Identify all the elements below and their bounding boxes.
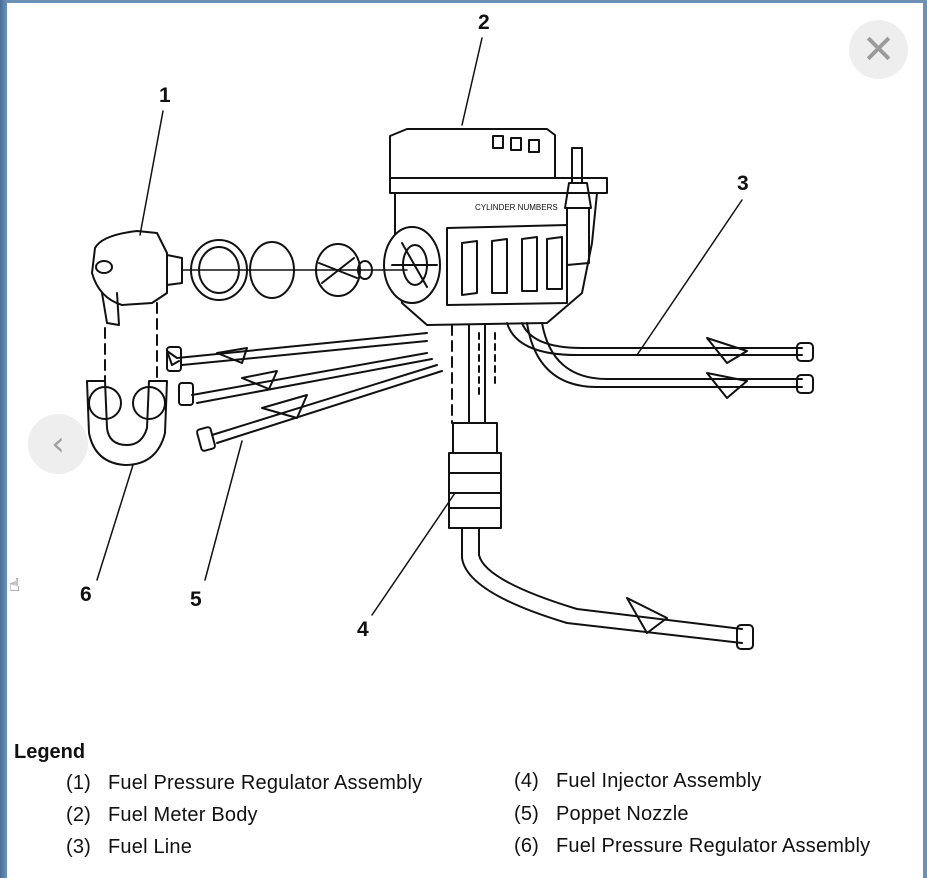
legend-item: (6) Fuel Pressure Regulator Assembly <box>514 835 870 858</box>
fuel-system-diagram: CYLINDER NUMBERS <box>86 37 814 650</box>
legend-item-label: Fuel Pressure Regulator Assembly <box>108 772 423 794</box>
callout-1: 1 <box>159 84 171 107</box>
legend-item-number: (6) <box>514 835 540 857</box>
legend-item-number: (3) <box>66 836 92 858</box>
fuel-pressure-regulator <box>91 230 183 326</box>
close-button[interactable]: ✕ <box>849 20 908 79</box>
legend-item: (2) Fuel Meter Body <box>66 804 258 827</box>
hand-cursor-icon: ☝ <box>9 575 20 596</box>
callout-3: 3 <box>737 172 749 195</box>
legend-item-label: Poppet Nozzle <box>556 803 689 825</box>
legend-item-number: (5) <box>514 803 540 825</box>
legend-item-label: Fuel Pressure Regulator Assembly <box>556 835 871 857</box>
legend-item: (4) Fuel Injector Assembly <box>514 770 762 793</box>
legend-item-number: (4) <box>514 770 540 792</box>
close-icon: ✕ <box>861 26 896 73</box>
previous-image-button[interactable]: ‹ <box>28 414 88 474</box>
window-frame-right <box>923 0 927 878</box>
legend-item-number: (1) <box>66 772 92 794</box>
callout-5: 5 <box>190 588 202 611</box>
legend-item: (5) Poppet Nozzle <box>514 803 689 826</box>
callout-2: 2 <box>478 11 490 34</box>
cylinder-numbers-label: CYLINDER NUMBERS <box>475 203 558 212</box>
legend-title: Legend <box>14 741 86 763</box>
callout-6: 6 <box>80 583 92 606</box>
chevron-left-icon: ‹ <box>51 424 65 464</box>
legend-item: (1) Fuel Pressure Regulator Assembly <box>66 772 422 795</box>
legend-item-label: Fuel Meter Body <box>108 804 258 826</box>
legend-item-number: (2) <box>66 804 92 826</box>
fuel-meter-body <box>383 128 608 326</box>
window-frame-left <box>0 0 7 878</box>
legend-item-label: Fuel Line <box>108 836 193 858</box>
legend-item-label: Fuel Injector Assembly <box>556 770 762 792</box>
legend-item: (3) Fuel Line <box>66 836 192 859</box>
callout-4: 4 <box>357 618 369 641</box>
window-frame-top <box>0 0 927 3</box>
